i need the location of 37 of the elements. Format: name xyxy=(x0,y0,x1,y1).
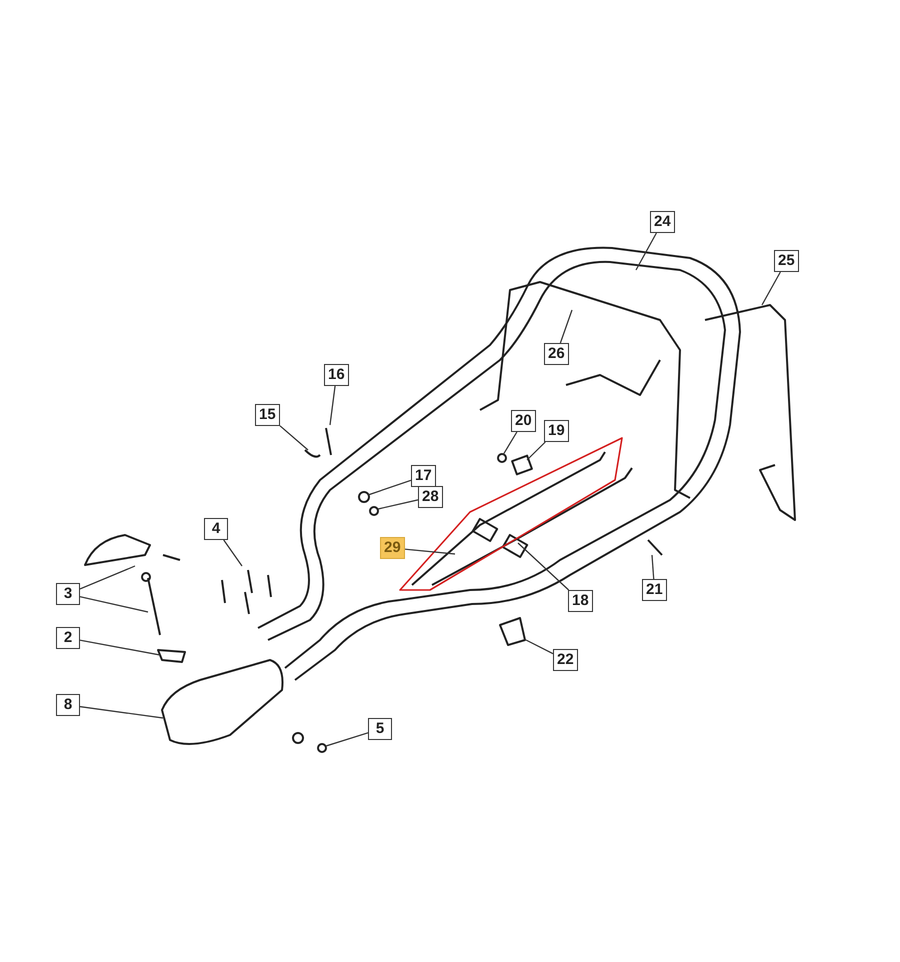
callout-number: 8 xyxy=(56,694,80,716)
leader-line xyxy=(526,639,554,654)
callout-number: 25 xyxy=(774,250,799,272)
callout-number: 28 xyxy=(418,486,443,508)
callout-number: 5 xyxy=(368,718,392,740)
leader-line xyxy=(560,310,573,344)
leader-line xyxy=(223,540,242,566)
callout-number: 22 xyxy=(553,649,578,671)
callout-number: 3 xyxy=(56,583,80,605)
callout-number: 19 xyxy=(544,420,569,442)
leader-line xyxy=(635,232,657,270)
leader-line xyxy=(518,542,570,590)
leader-line xyxy=(404,548,456,555)
leader-line xyxy=(280,425,308,450)
callout-number: 15 xyxy=(255,404,280,426)
callout-number: 2 xyxy=(56,627,80,649)
leader-line xyxy=(80,565,136,590)
callout-number: 20 xyxy=(511,410,536,432)
leader-line xyxy=(761,272,781,306)
leader-line xyxy=(80,596,148,613)
leader-line xyxy=(651,554,654,580)
callout-number: 17 xyxy=(411,465,436,487)
callout-number: 16 xyxy=(324,364,349,386)
callout-number: 29 xyxy=(380,537,405,559)
leader-line xyxy=(326,732,368,747)
callout-number: 21 xyxy=(642,579,667,601)
leader-line xyxy=(80,640,160,656)
leader-line xyxy=(526,442,546,460)
callout-number: 18 xyxy=(568,590,593,612)
callout-number: 26 xyxy=(544,343,569,365)
leader-line xyxy=(502,432,518,456)
leader-line xyxy=(368,480,412,496)
callout-number: 4 xyxy=(204,518,228,540)
callout-number: 24 xyxy=(650,211,675,233)
leader-line xyxy=(378,499,418,510)
leader-line xyxy=(80,706,164,719)
leader-line xyxy=(329,386,336,426)
